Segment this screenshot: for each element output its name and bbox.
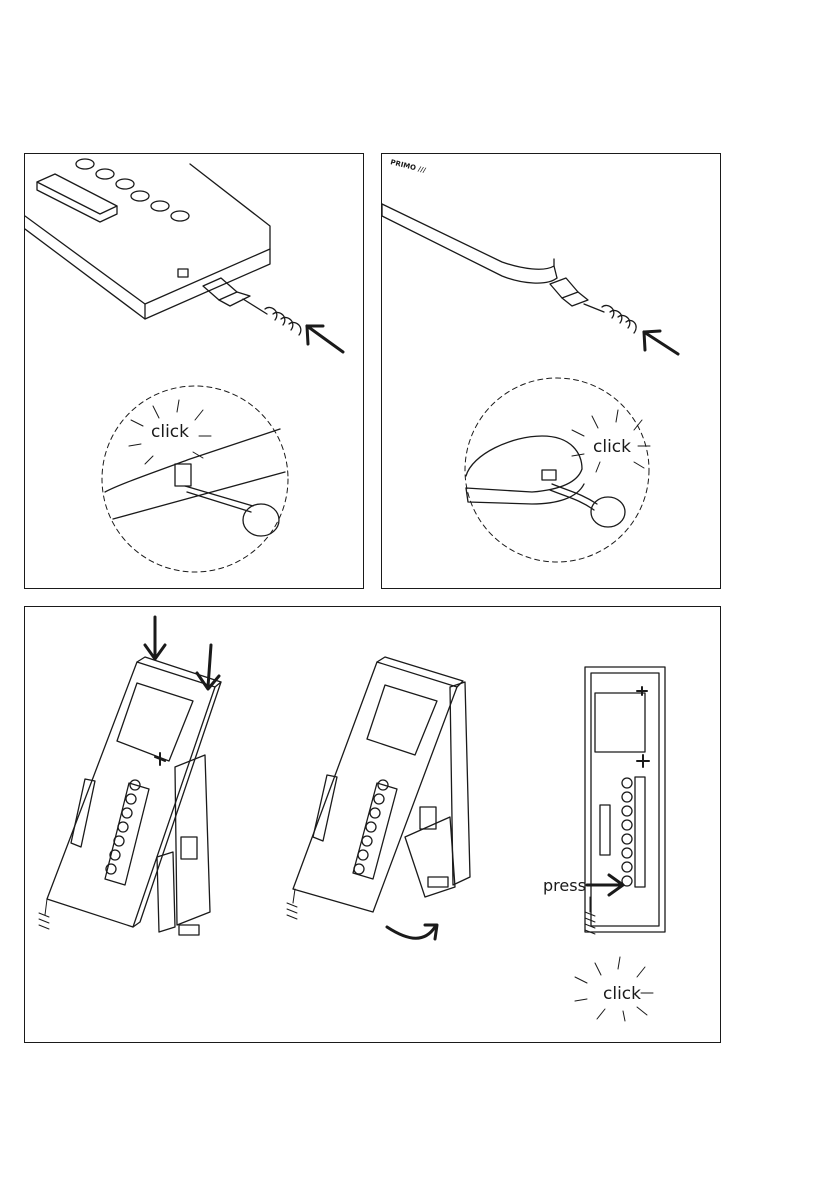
press-label: press (543, 876, 586, 895)
insert-arrow-2 (644, 331, 678, 354)
panel-connect-cable-handset: PRIMO /// click (381, 153, 721, 589)
step2-handset (293, 657, 463, 912)
cable-straight-2 (584, 304, 604, 312)
step2-wall-bracket (405, 682, 470, 897)
step1-arrow-a (145, 617, 165, 659)
illustration-mounting-steps: press click (25, 607, 721, 1043)
click-label-1: click (151, 422, 189, 442)
coiled-cord-2 (602, 305, 636, 333)
step1-wall-bracket (157, 755, 210, 935)
illustration-handset-connector: PRIMO /// click (382, 154, 721, 589)
handset-brand-label: PRIMO /// (390, 158, 427, 175)
step2-rotate-arrow (387, 925, 437, 939)
step1-handset (47, 657, 221, 927)
step3-press-arrow (587, 875, 623, 895)
base-slot (37, 174, 117, 214)
panel-connect-cable-base: click (24, 153, 364, 589)
cable-straight (243, 299, 267, 314)
panel-mount-handset: press click (24, 606, 721, 1043)
detail-port-2 (542, 470, 556, 480)
step1-coil (39, 899, 49, 929)
illustration-base-connector: click (25, 154, 364, 589)
detail-cord-end-2 (591, 497, 625, 527)
rj-plug-2 (550, 278, 578, 298)
base-unit-outline (25, 164, 270, 304)
insert-arrow (307, 326, 343, 352)
detail-circle-2 (465, 378, 649, 562)
click-label-3: click (603, 984, 641, 1004)
step2-coil (287, 889, 297, 919)
step3-coil (585, 897, 595, 934)
base-buttons-row (76, 159, 189, 221)
detail-cord-end (243, 504, 279, 536)
step3-handset (585, 667, 665, 932)
coiled-cord (265, 307, 301, 335)
detail-port (175, 464, 191, 486)
click-label-2: click (593, 437, 631, 457)
base-port (178, 269, 188, 277)
